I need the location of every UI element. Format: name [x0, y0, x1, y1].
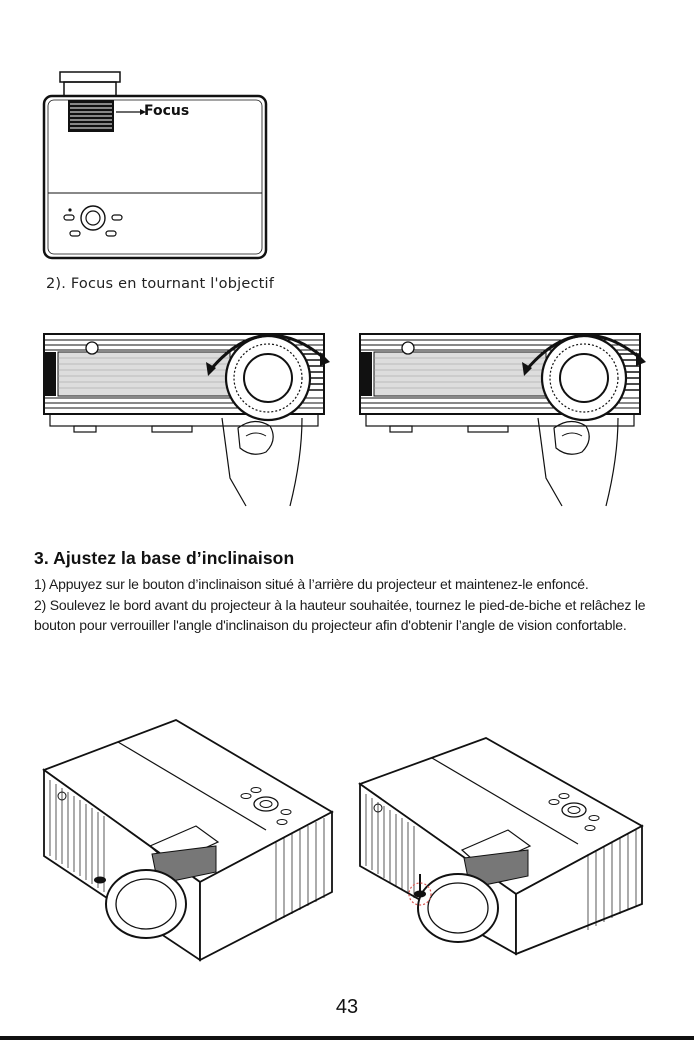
focus-caption: 2). Focus en tournant l'objectif	[46, 276, 275, 292]
section-title: 3. Ajustez la base d’inclinaison	[34, 548, 295, 568]
projector-front-focus-figure-right	[359, 333, 646, 507]
projector-isometric-figure-right	[358, 737, 644, 956]
projector-front-focus-figure-left	[43, 333, 330, 507]
focus-label: Focus	[144, 103, 190, 119]
projector-top-view-figure	[42, 71, 268, 260]
page-number: 43	[335, 996, 359, 1018]
projector-isometric-figure-left	[42, 719, 334, 962]
footer-rule	[0, 1036, 694, 1040]
section-body: 1) Appuyez sur le bouton d’inclinaison s…	[34, 574, 664, 636]
instruction-step-2: 2) Soulevez le bord avant du projecteur …	[34, 596, 646, 634]
instruction-step-1: 1) Appuyez sur le bouton d’inclinaison s…	[34, 576, 589, 592]
